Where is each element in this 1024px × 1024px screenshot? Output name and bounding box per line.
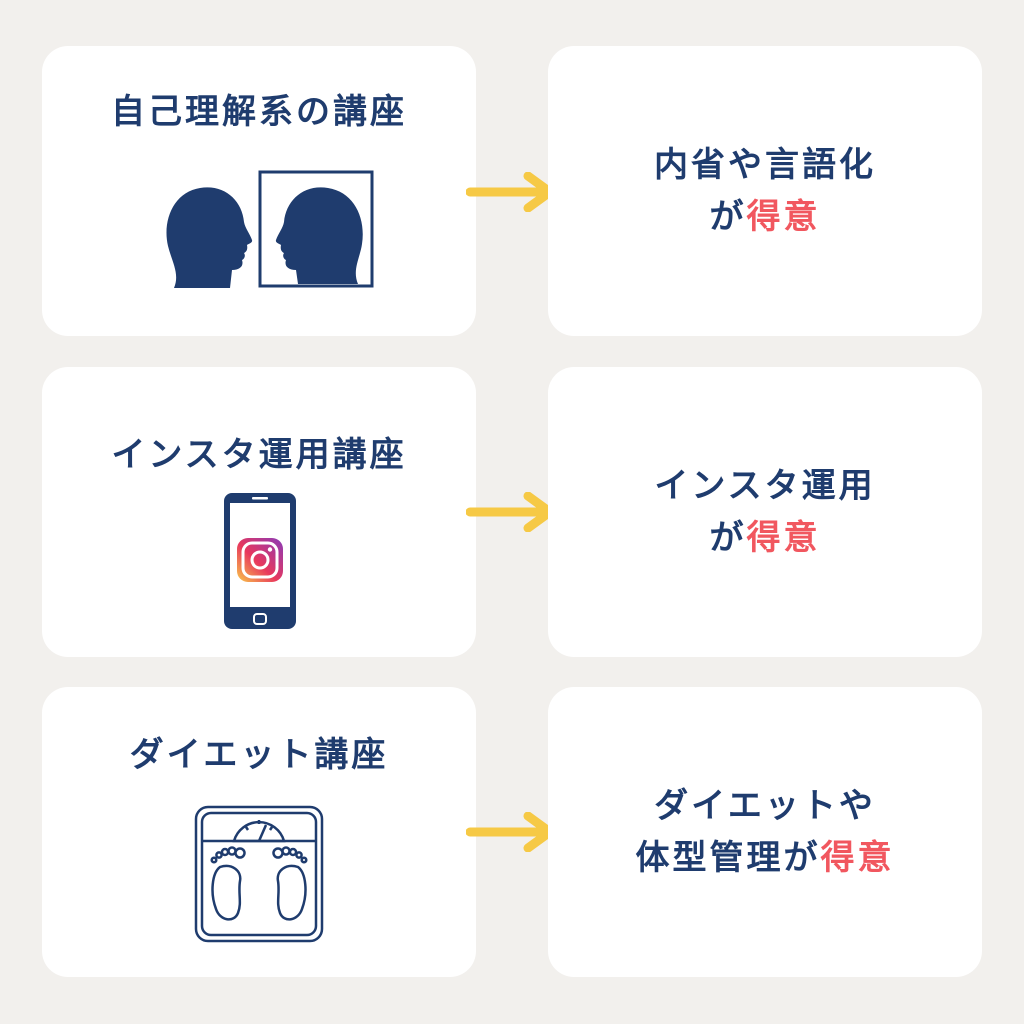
result-accent: 得意 (746, 197, 821, 237)
course-card-diet: ダイエット講座 (42, 687, 476, 977)
result-accent: 得意 (820, 838, 895, 878)
course-card-instagram: インスタ運用講座 (42, 367, 476, 657)
result-line-1: インスタ運用 (654, 466, 876, 506)
result-card-introspection: 内省や言語化 が得意 (548, 46, 982, 336)
result-line-2: が得意 (710, 512, 821, 564)
smartphone-instagram-icon (224, 493, 296, 629)
bathroom-scale-icon (194, 805, 324, 943)
result-line-2-prefix: が (709, 518, 747, 558)
result-accent: 得意 (746, 518, 821, 558)
course-title: 自己理解系の講座 (111, 92, 407, 132)
result-line-2-prefix: 体型管理が (635, 838, 821, 878)
course-card-self-understanding: 自己理解系の講座 (42, 46, 476, 336)
result-line-1: ダイエットや (654, 786, 876, 826)
result-line-2: が得意 (710, 191, 821, 243)
course-title: ダイエット講座 (129, 735, 389, 775)
arrow-right-icon (466, 812, 555, 852)
arrow-right-icon (466, 492, 555, 532)
result-line-1: 内省や言語化 (654, 145, 876, 185)
arrow-right-icon (466, 172, 555, 212)
two-heads-profile-icon (166, 170, 374, 288)
result-card-instagram: インスタ運用 が得意 (548, 367, 982, 657)
result-line-2: 体型管理が得意 (636, 832, 895, 884)
course-title: インスタ運用講座 (111, 435, 407, 475)
result-line-2-prefix: が (709, 197, 747, 237)
result-card-diet: ダイエットや 体型管理が得意 (548, 687, 982, 977)
